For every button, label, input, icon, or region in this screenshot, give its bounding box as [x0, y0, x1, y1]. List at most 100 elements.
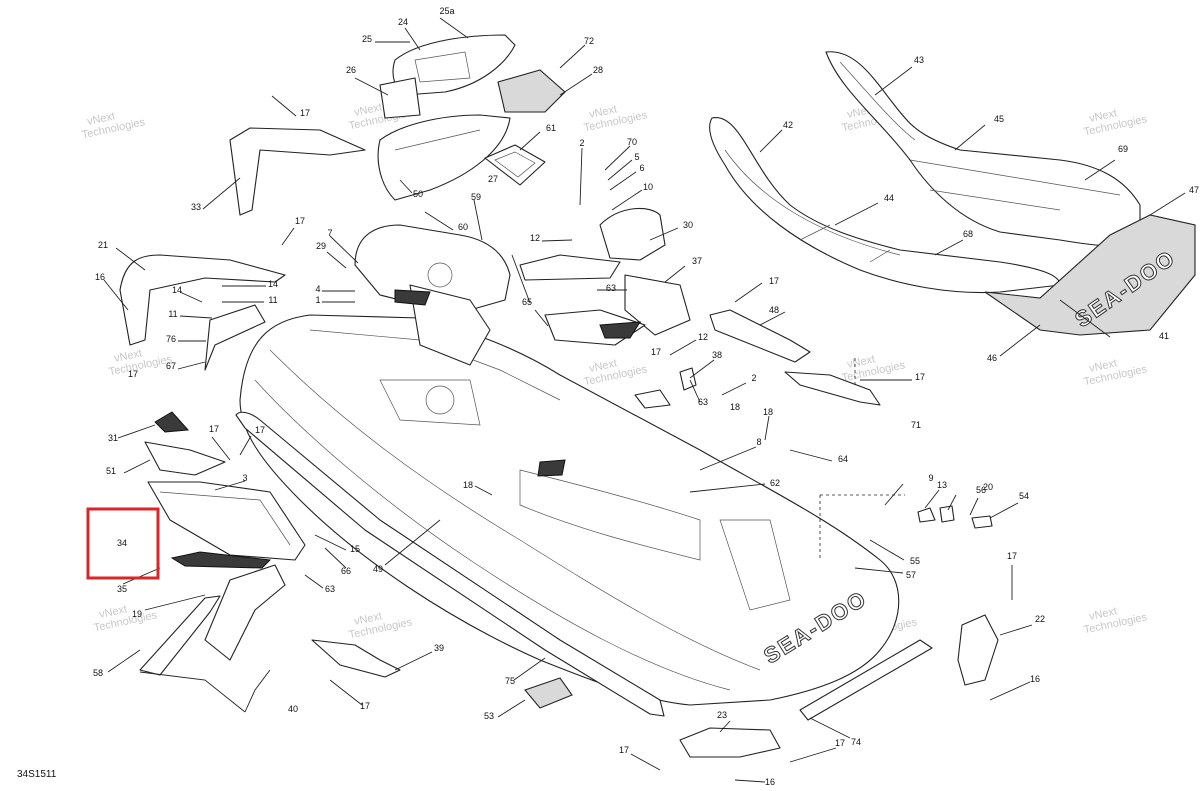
- callout-53: 53: [484, 711, 494, 721]
- callout-65: 65: [522, 297, 532, 307]
- callout-17: 17: [255, 425, 265, 435]
- callout-56: 56: [976, 485, 986, 495]
- callout-63: 63: [698, 397, 708, 407]
- drain-plate[interactable]: [524, 677, 573, 709]
- callout-42: 42: [783, 120, 793, 130]
- side-step[interactable]: [144, 441, 226, 476]
- callout-46: 46: [987, 353, 997, 363]
- callout-18: 18: [763, 407, 773, 417]
- side-console-trim[interactable]: [544, 274, 691, 346]
- callout-17: 17: [295, 216, 305, 226]
- callout-39: 39: [434, 643, 444, 653]
- callout-13: 13: [937, 480, 947, 490]
- hull[interactable]: SEA-DOO: [239, 314, 900, 706]
- callout-9: 9: [928, 473, 933, 483]
- front-side-grille[interactable]: [119, 254, 286, 346]
- callout-24: 24: [398, 17, 408, 27]
- callout-70: 70: [627, 137, 637, 147]
- callout-41: 41: [1159, 331, 1169, 341]
- callout-7: 7: [327, 228, 332, 238]
- rear-corner-23[interactable]: [957, 614, 999, 686]
- rear-trim-24[interactable]: [679, 727, 781, 758]
- callout-17: 17: [915, 372, 925, 382]
- callout-34: 34: [117, 538, 127, 548]
- side-panel-34[interactable]: [147, 481, 306, 561]
- callout-22: 22: [1035, 614, 1045, 624]
- callout-21: 21: [98, 240, 108, 250]
- callout-12: 12: [530, 233, 540, 243]
- callout-74: 74: [851, 737, 861, 747]
- callout-27: 27: [488, 174, 498, 184]
- callout-17: 17: [360, 701, 370, 711]
- leader-lines: [103, 17, 1186, 783]
- watermark-text: vNextTechnologies: [105, 341, 173, 378]
- console-front[interactable]: [377, 114, 511, 201]
- front-fender-upper[interactable]: [229, 127, 366, 216]
- callout-3: 3: [242, 473, 247, 483]
- side-panel-trim[interactable]: [204, 304, 266, 371]
- callout-60: 60: [458, 222, 468, 232]
- callout-12: 12: [698, 332, 708, 342]
- callout-31: 31: [108, 433, 118, 443]
- callout-labels: 1223456789101111121213141415161616171717…: [93, 6, 1199, 787]
- callout-61: 61: [546, 123, 556, 133]
- vent-grille[interactable]: [154, 411, 190, 433]
- callout-17: 17: [300, 108, 310, 118]
- watermark-text: vNextTechnologies: [90, 597, 158, 634]
- callout-48: 48: [769, 305, 779, 315]
- callout-33: 33: [191, 202, 201, 212]
- callout-17: 17: [651, 347, 661, 357]
- side-panel-40[interactable]: [139, 564, 286, 676]
- callout-14: 14: [172, 285, 182, 295]
- callout-16: 16: [1030, 674, 1040, 684]
- seat-upper[interactable]: [825, 51, 1141, 247]
- callout-28: 28: [593, 65, 603, 75]
- instrument-cluster[interactable]: [379, 34, 516, 119]
- callout-25: 25: [362, 34, 372, 44]
- steering-console[interactable]: [354, 224, 511, 366]
- callout-71: 71: [911, 420, 921, 430]
- callout-23: 23: [717, 710, 727, 720]
- storage-bin-lid[interactable]: [484, 144, 546, 186]
- hull-trim-39[interactable]: [311, 639, 401, 678]
- callout-63: 63: [325, 584, 335, 594]
- hardware-small: [537, 367, 993, 529]
- callout-66: 66: [341, 566, 351, 576]
- callout-59: 59: [471, 192, 481, 202]
- callout-25a: 25a: [439, 6, 454, 16]
- seat-lower[interactable]: [709, 117, 1061, 294]
- callout-72: 72: [584, 36, 594, 46]
- callout-8: 8: [756, 437, 761, 447]
- deck-hatch-plate[interactable]: [709, 309, 811, 363]
- hull-bumper-left[interactable]: [235, 411, 665, 717]
- callout-64: 64: [838, 454, 848, 464]
- callout-51: 51: [106, 466, 116, 476]
- watermark-text: vNextTechnologies: [1080, 599, 1148, 636]
- callout-50: 50: [413, 189, 423, 199]
- watermark-text: vNextTechnologies: [78, 104, 146, 141]
- callout-17: 17: [1007, 551, 1017, 561]
- callout-68: 68: [963, 229, 973, 239]
- callout-63: 63: [606, 283, 616, 293]
- callout-6: 6: [639, 163, 644, 173]
- callout-35: 35: [117, 584, 127, 594]
- callout-18: 18: [463, 480, 473, 490]
- hull-bumper-rear[interactable]: [799, 639, 933, 721]
- callout-75: 75: [505, 676, 515, 686]
- callout-37: 37: [692, 256, 702, 266]
- callout-5: 5: [634, 152, 639, 162]
- callout-11: 11: [268, 295, 277, 305]
- callout-11: 11: [168, 309, 177, 319]
- callout-26: 26: [346, 65, 356, 75]
- callout-20: 20: [983, 482, 993, 492]
- callout-76: 76: [166, 334, 176, 344]
- side-rail-71[interactable]: [784, 371, 881, 406]
- watermark-text: vNextTechnologies: [1080, 351, 1148, 388]
- handlebar-bracket[interactable]: [519, 207, 666, 281]
- callout-45: 45: [994, 114, 1004, 124]
- callout-30: 30: [683, 220, 693, 230]
- glove-box-cover[interactable]: [497, 69, 566, 113]
- side-panel-strip[interactable]: [170, 551, 272, 569]
- callout-17: 17: [209, 424, 219, 434]
